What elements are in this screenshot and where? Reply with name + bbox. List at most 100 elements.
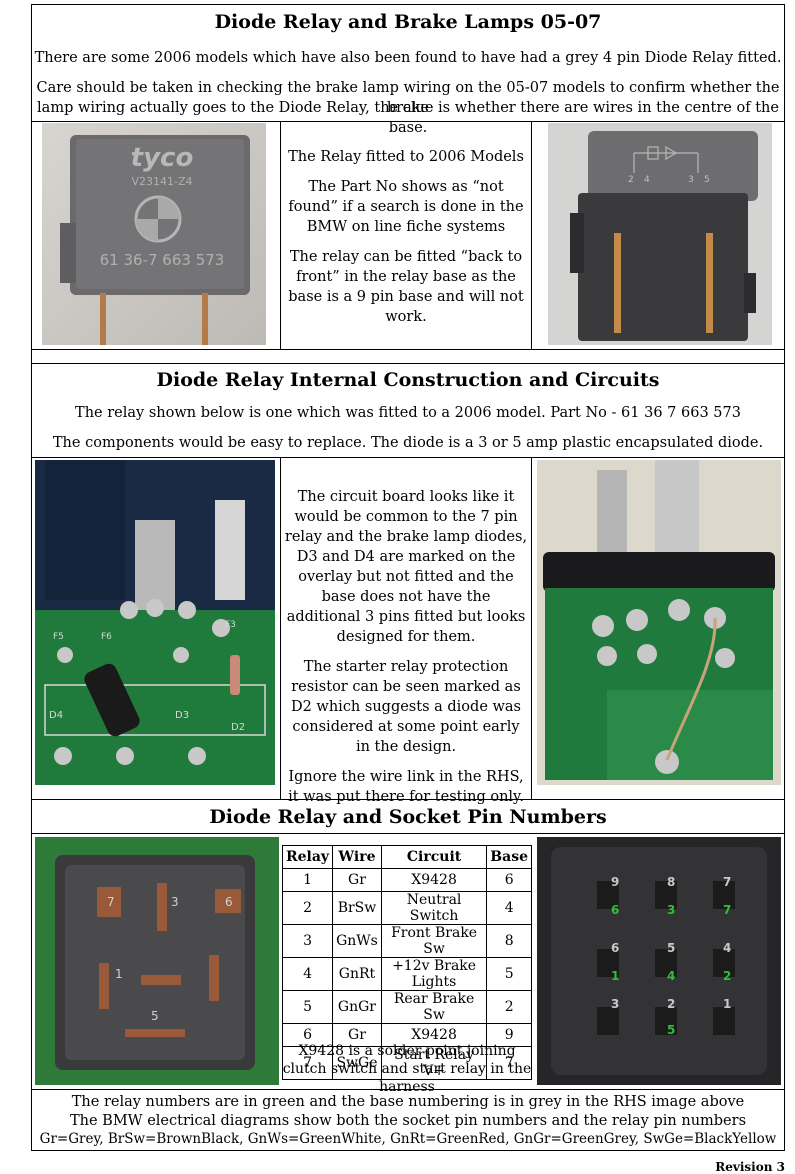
table-cell: Start Relay V+ xyxy=(380,1046,488,1080)
pin-table: Relay Wire Circuit Base 1 Gr X9428 6 2 B… xyxy=(281,845,532,1080)
socket-grey-label: 9 xyxy=(611,875,620,889)
divider xyxy=(280,121,281,349)
section2-para2: The components would be easy to replace.… xyxy=(52,435,764,451)
page-frame: Diode Relay and Brake Lamps 05-07 There … xyxy=(31,4,785,1151)
table-cell: 5 xyxy=(486,957,532,991)
relay-part-label: 61 36-7 663 573 xyxy=(99,251,225,269)
footer-line3: Gr=Grey, BrSw=BrownBlack, GnWs=GreenWhit… xyxy=(39,1131,777,1147)
footer-line2: The BMW electrical diagrams show both th… xyxy=(69,1113,747,1129)
socket-grey-label: 8 xyxy=(667,875,676,889)
table-cell: GnRt xyxy=(332,957,382,991)
socket-grey-label: 3 xyxy=(611,997,620,1011)
section1-mid-p2: The Part No shows as “not found” if a se… xyxy=(288,179,524,235)
table-cell: Rear Brake Sw xyxy=(380,990,488,1024)
socket-green-label: 6 xyxy=(611,903,620,917)
section2-title: Diode Relay Internal Construction and Ci… xyxy=(156,369,660,391)
pcb-label: F5 xyxy=(53,632,64,642)
section2-para1: The relay shown below is one which was f… xyxy=(75,405,741,421)
revision-label: Revision 3 xyxy=(715,1160,785,1174)
relay-front-image xyxy=(42,123,266,345)
socket-grey-label: 7 xyxy=(723,875,732,889)
relay-pin-label: 1 xyxy=(115,967,123,981)
socket-green-label: 5 xyxy=(667,1023,676,1037)
socket-photo: 9 8 7 6 3 7 6 5 4 1 4 2 3 2 1 5 xyxy=(537,837,781,1085)
diagram-pin-label: 5 xyxy=(704,175,710,185)
table-cell: 2 xyxy=(486,990,532,1024)
table-row: 5 GnGr Rear Brake Sw 2 xyxy=(281,990,532,1024)
pcb-label: D4 xyxy=(49,710,64,721)
table-row: 1 Gr X9428 6 xyxy=(281,868,532,892)
socket-green-label: 3 xyxy=(667,903,676,917)
table-cell: 7 xyxy=(486,1046,532,1080)
table-cell: X9428 xyxy=(380,1023,488,1047)
pcb-left-image xyxy=(35,460,275,785)
table-cell: 8 xyxy=(486,924,532,958)
socket-grey-label: 5 xyxy=(667,941,676,955)
table-cell: 7 xyxy=(281,1046,334,1080)
section2-mid-p1: The circuit board looks like it would be… xyxy=(284,489,528,645)
relay-pins-photo: 7 3 6 1 5 xyxy=(35,837,279,1085)
socket-green-label: 2 xyxy=(723,969,732,983)
table-row: 7 SwGe Start Relay V+ 7 xyxy=(281,1046,532,1080)
socket-green-label: 1 xyxy=(611,969,620,983)
section1-title: Diode Relay and Brake Lamps 05-07 xyxy=(214,11,602,33)
table-cell: 6 xyxy=(281,1023,334,1047)
pcb-label: D3 xyxy=(175,710,190,721)
diagram-pin-label: 2 xyxy=(628,175,634,185)
section3-title: Diode Relay and Socket Pin Numbers xyxy=(209,806,607,828)
section2-middle-text: The circuit board looks like it would be… xyxy=(284,487,528,817)
section1-para1: There are some 2006 models which have al… xyxy=(34,50,782,66)
table-row: 4 GnRt +12v Brake Lights 5 xyxy=(281,957,532,991)
divider xyxy=(531,121,532,349)
relay-code-label: V23141-Z4 xyxy=(131,175,193,188)
socket-image xyxy=(537,837,781,1085)
pcb-right-image xyxy=(537,460,781,785)
divider xyxy=(280,457,281,799)
table-row: 6 Gr X9428 9 xyxy=(281,1023,532,1047)
relay-pin-label: 3 xyxy=(171,895,179,909)
pcb-right-photo xyxy=(537,460,781,785)
divider xyxy=(32,121,784,122)
socket-grey-label: 1 xyxy=(723,997,732,1011)
section1-middle-text: The Relay fitted to 2006 Models The Part… xyxy=(284,147,528,337)
table-cell: Front Brake Sw xyxy=(380,924,488,958)
table-cell: GnWs xyxy=(332,924,382,958)
pcb-left-photo: F5 F6 F3 D4 D3 D2 xyxy=(35,460,275,785)
relay-front-photo: tyco V23141-Z4 61 36-7 663 573 xyxy=(42,123,266,345)
table-row: 2 BrSw Neutral Switch 4 xyxy=(281,891,532,925)
divider xyxy=(32,1089,784,1090)
socket-green-label: 4 xyxy=(667,969,676,983)
table-cell: 4 xyxy=(281,957,334,991)
table-note: X9428 is a solder point joining clutch s… xyxy=(282,1043,532,1095)
table-header: Base xyxy=(486,845,532,869)
table-cell: 5 xyxy=(281,990,334,1024)
relay-back-image xyxy=(548,123,772,345)
divider xyxy=(531,457,532,799)
table-cell: SwGe xyxy=(332,1046,382,1080)
socket-grey-label: 4 xyxy=(723,941,732,955)
divider xyxy=(32,457,784,458)
section1-mid-p3: The relay can be fitted “back to front” … xyxy=(288,249,524,325)
pcb-label: D2 xyxy=(231,722,246,733)
divider xyxy=(32,833,784,834)
table-row: 3 GnWs Front Brake Sw 8 xyxy=(281,924,532,958)
table-cell: Gr xyxy=(332,868,382,892)
table-cell: 1 xyxy=(281,868,334,892)
pcb-label: F6 xyxy=(101,632,112,642)
diagram-pin-label: 4 xyxy=(644,175,650,185)
table-cell: BrSw xyxy=(332,891,382,925)
footer-line1: The relay numbers are in green and the b… xyxy=(71,1094,745,1110)
pcb-label: F3 xyxy=(225,620,236,630)
relay-pin-label: 5 xyxy=(151,1009,159,1023)
diagram-pin-label: 3 xyxy=(688,175,694,185)
table-cell: 6 xyxy=(486,868,532,892)
relay-pin-label: 7 xyxy=(107,895,115,909)
table-cell: +12v Brake Lights xyxy=(380,957,488,991)
table-header: Wire xyxy=(332,845,382,869)
relay-pins-image xyxy=(35,837,279,1085)
table-cell: X9428 xyxy=(380,868,488,892)
socket-grey-label: 6 xyxy=(611,941,620,955)
divider xyxy=(32,349,784,350)
section1-para2-line2: lamp wiring actually goes to the Diode R… xyxy=(37,100,779,136)
section2-mid-p2: The starter relay protection resistor ca… xyxy=(290,659,522,755)
